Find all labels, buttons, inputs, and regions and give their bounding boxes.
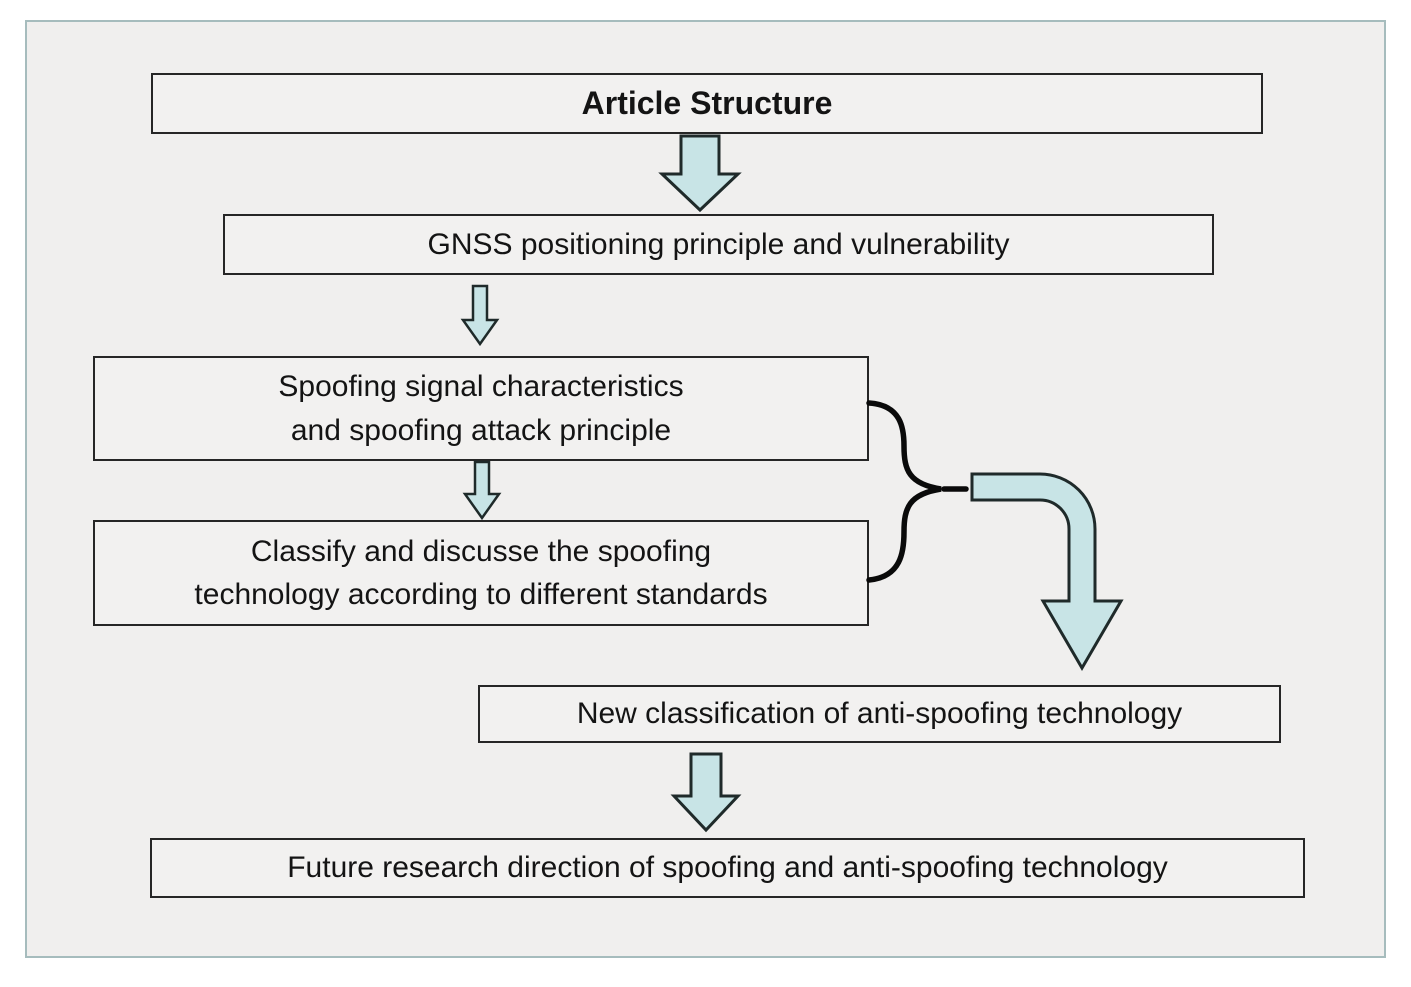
node-gnss-principle: GNSS positioning principle and vulnerabi… <box>223 214 1214 275</box>
node-future-research: Future research direction of spoofing an… <box>150 838 1305 898</box>
node-spoofing-characteristics-label: Spoofing signal characteristics and spoo… <box>278 370 684 447</box>
diagram-frame <box>25 20 1386 958</box>
node-classify-spoofing-technology-label: Classify and discusse the spoofing techn… <box>194 534 768 612</box>
node-future-research-label: Future research direction of spoofing an… <box>287 851 1168 885</box>
node-article-structure: Article Structure <box>151 73 1263 134</box>
node-article-structure-label: Article Structure <box>581 85 833 122</box>
node-gnss-principle-label: GNSS positioning principle and vulnerabi… <box>427 227 1010 261</box>
node-classify-spoofing-technology: Classify and discusse the spoofing techn… <box>93 520 869 626</box>
node-spoofing-characteristics: Spoofing signal characteristics and spoo… <box>93 356 869 461</box>
node-new-classification-label: New classification of anti-spoofing tech… <box>576 697 1183 731</box>
node-new-classification: New classification of anti-spoofing tech… <box>478 685 1281 743</box>
